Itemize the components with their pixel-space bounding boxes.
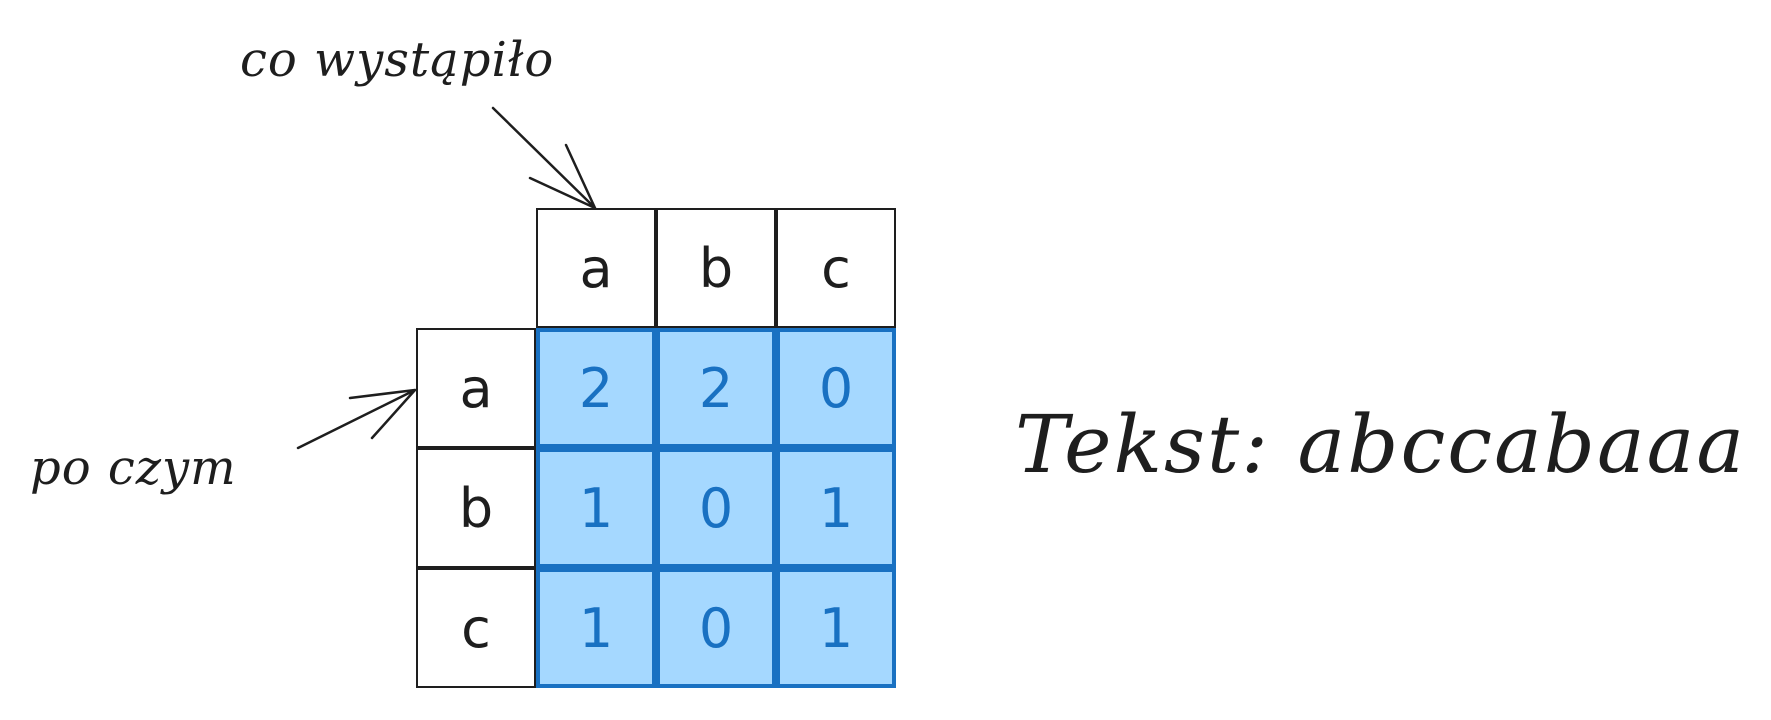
matrix-cell: 2 [656,328,776,448]
matrix-cell: 0 [776,328,896,448]
columns-arrow [491,106,597,210]
column-header-b: b [656,208,776,328]
matrix-cell: 1 [776,568,896,688]
row-header-a: a [416,328,536,448]
rows-annotation: po czym [30,440,237,496]
column-header-c: c [776,208,896,328]
matrix-cell: 0 [656,448,776,568]
matrix-cell: 1 [776,448,896,568]
row-header-b: b [416,448,536,568]
matrix-cell: 1 [536,568,656,688]
column-header-a: a [536,208,656,328]
text-sequence-label: Tekst: abccabaaa [1015,398,1747,491]
columns-annotation: co wystąpiło [240,32,555,88]
matrix-cell: 0 [656,568,776,688]
matrix-cell: 1 [536,448,656,568]
matrix-cell: 2 [536,328,656,448]
rows-arrow [296,388,417,450]
row-header-c: c [416,568,536,688]
